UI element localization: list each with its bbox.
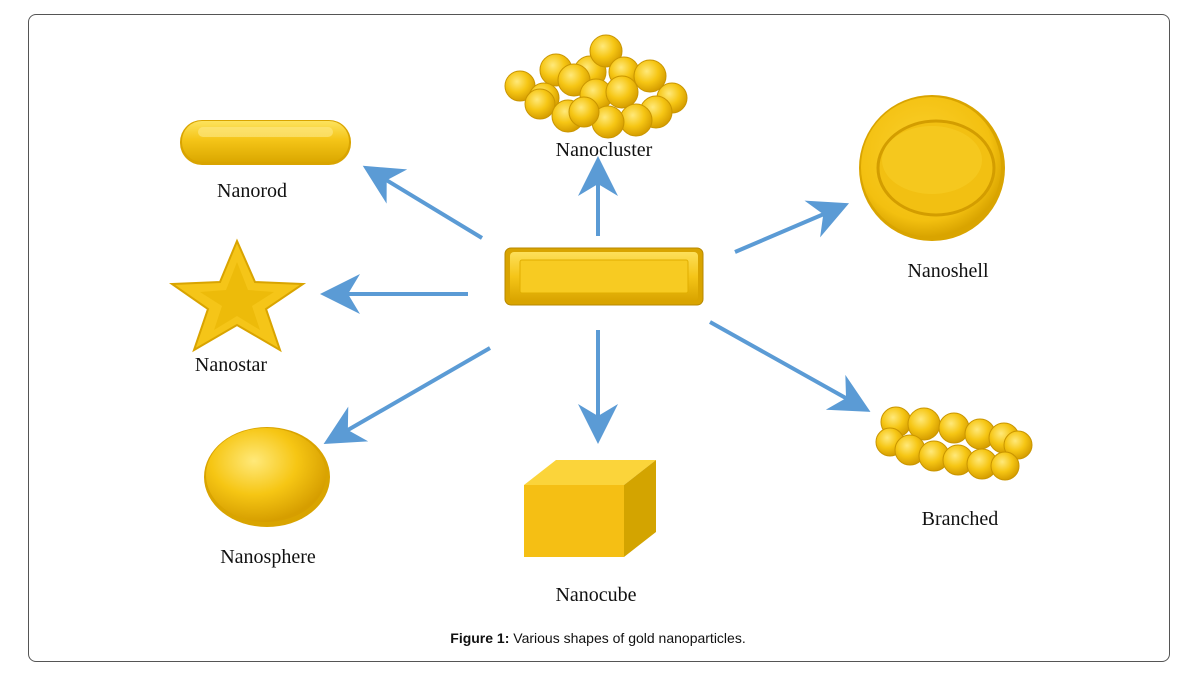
caption-prefix: Figure 1: [450,630,510,646]
nanocube-shape [524,460,656,557]
branched-label: Branched [921,508,999,530]
nanoshell-shape [859,95,1005,241]
nanosphere-label: Nanosphere [220,546,316,568]
figure-caption: Figure 1: Various shapes of gold nanopar… [0,630,1196,646]
arrow-to-branched [709,320,871,412]
nanostar-shape [168,238,307,353]
nanorod-label: Nanorod [217,180,287,202]
nanocube-label: Nanocube [555,584,637,606]
nanocluster-label: Nanocluster [555,139,653,161]
center-nanobar [504,247,704,306]
arrow-to-nanoshell [734,200,850,254]
branched-shape [875,406,1033,481]
nanoshell-label: Nanoshell [907,260,989,282]
nanocluster-shape [504,34,688,139]
nanorod-shape [180,120,351,165]
nanosphere-shape [204,427,330,527]
nanostar-label: Nanostar [194,354,268,376]
arrow-to-nanosphere [323,346,491,444]
arrow-to-nanorod [362,165,484,240]
caption-text: Various shapes of gold nanoparticles. [509,630,746,646]
arrows [320,156,871,444]
